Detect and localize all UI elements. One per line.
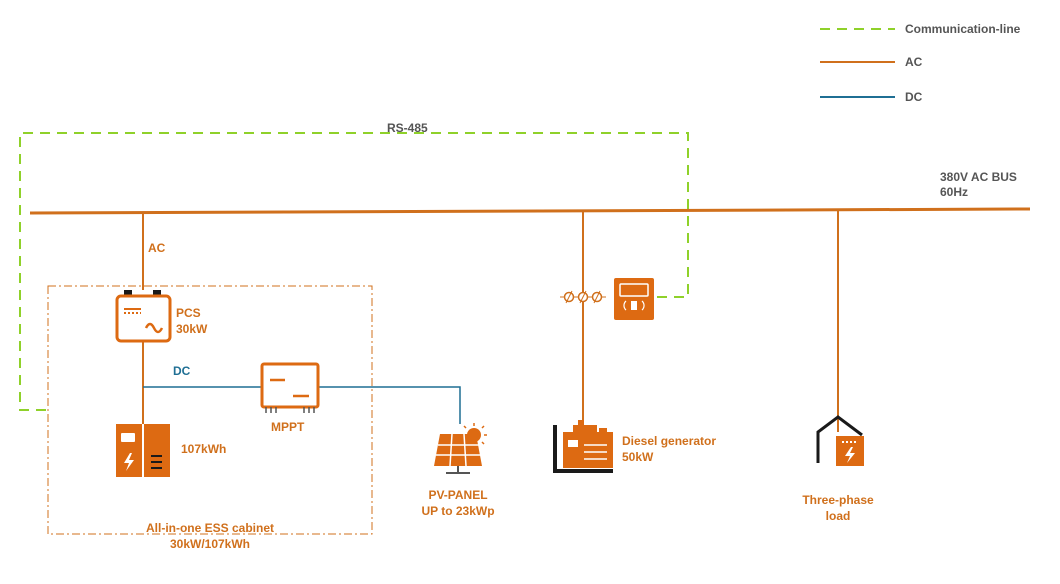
pcs-inverter-icon [115, 290, 172, 343]
solar-panel-icon [434, 423, 487, 474]
load-label-line1: Three-phase [802, 493, 874, 507]
ac-bus-line [29, 207, 1031, 215]
bus-label-line1: 380V AC BUS [940, 170, 1017, 184]
legend-ac-label: AC [905, 55, 923, 69]
legend-dc-label: DC [905, 90, 923, 104]
house-load-icon [816, 415, 864, 466]
battery-cabinet-icon [116, 424, 170, 477]
ess-cabinet-boundary [47, 285, 373, 535]
breaker-icon [560, 290, 606, 304]
rs485-comm-line [19, 132, 689, 411]
mppt-label: MPPT [271, 420, 305, 434]
bus-label-line2: 60Hz [940, 185, 969, 199]
generator-label-line2: 50kW [622, 450, 654, 464]
cabinet-label-line1: All-in-one ESS cabinet [145, 521, 274, 535]
pv-label-line2: UP to 23kWp [421, 504, 495, 518]
cabinet-label-line2: 30kW/107kWh [169, 537, 251, 551]
diesel-generator-icon [553, 420, 613, 473]
pv-label-line1: PV-PANEL [428, 488, 488, 502]
mppt-controller-icon [260, 362, 320, 413]
rs485-label: RS-485 [387, 121, 428, 135]
generator-label-line1: Diesel generator [622, 434, 717, 448]
load-label-line2: load [825, 509, 851, 523]
dc-label: DC [173, 364, 191, 378]
pcs-label-line2: 30kW [176, 322, 208, 336]
ac-label: AC [148, 241, 166, 255]
battery-label: 107kWh [181, 442, 227, 456]
pcs-label-line1: PCS [176, 306, 201, 320]
dc-line [143, 386, 461, 424]
legend-comm-label: Communication-line [905, 22, 1021, 36]
smart-meter-icon [614, 278, 654, 320]
